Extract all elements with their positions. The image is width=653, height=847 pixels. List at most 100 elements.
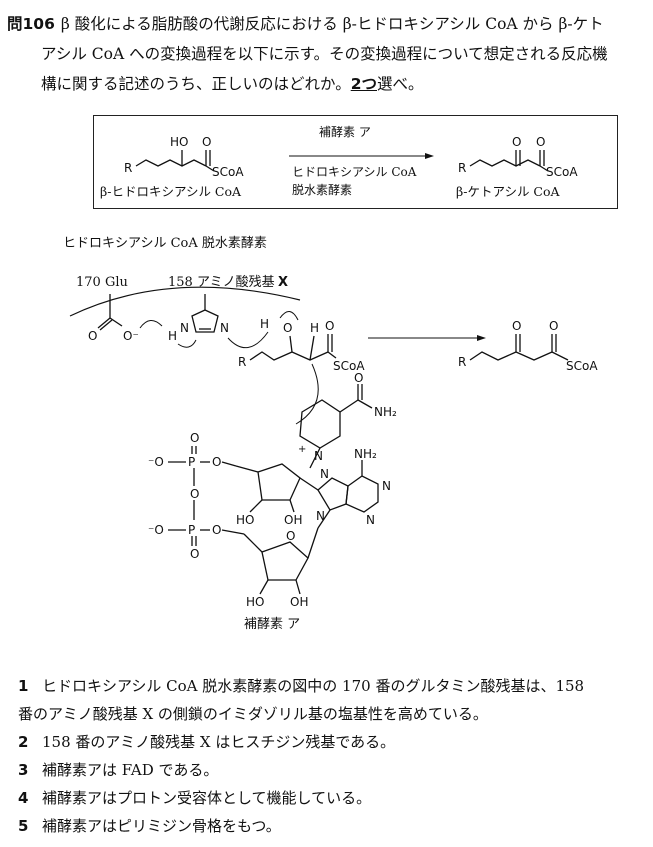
cofactor-label: 補酵素 ア — [244, 617, 300, 632]
choice-number: 2 — [18, 733, 29, 751]
choice-text: 158 番のアミノ酸残基 X はヒスチジン残基である。 — [42, 733, 396, 751]
curved-arrow-glu — [139, 320, 163, 329]
adenine-n1: N — [382, 479, 391, 493]
enzyme-surface-arc — [69, 286, 301, 317]
choice-4[interactable]: 4 補酵素アはプロトン受容体として機能している。 — [18, 784, 648, 812]
ribose-upper-ho: HO — [236, 513, 254, 527]
hydroxyl-h: H — [260, 317, 269, 331]
choice-number: 4 — [18, 789, 29, 807]
glu-o-minus: O⁻ — [123, 329, 139, 343]
choice-text-cont: 番のアミノ酸残基 X の側鎖のイミダゾリル基の塩基性を高めている。 — [18, 705, 488, 723]
product-scoa: SCoA — [566, 359, 598, 373]
choice-number: 3 — [18, 761, 29, 779]
question-text-3: 構に関する記述のうち、正しいのはどれか。 — [41, 75, 351, 93]
choice-text: 補酵素アはプロトン受容体として機能している。 — [42, 789, 372, 807]
residue-x-label: X — [278, 275, 288, 290]
adenine-nh2: NH₂ — [354, 447, 377, 461]
curved-arrow-oh — [279, 311, 299, 321]
question-line-1: 問106 β 酸化による脂肪酸の代謝反応における β-ヒドロキシアシル CoA か… — [7, 9, 647, 39]
hydroxyacyl-coa-name: β-ヒドロキシアシル CoA — [100, 184, 242, 199]
adenine-n9: N — [316, 509, 325, 523]
phosphate-lower-o-bottom: O — [190, 547, 199, 561]
scoa-left: SCoA — [212, 165, 244, 179]
ribose-upper-oh: OH — [284, 513, 302, 527]
imidazole-h: H — [168, 329, 177, 343]
pyrophosphate-bonds — [168, 446, 245, 546]
mechanism-arrowhead — [477, 335, 486, 341]
product-structure — [469, 334, 569, 361]
phosphate-lower-p: P — [188, 523, 195, 537]
choice-number: 5 — [18, 817, 29, 835]
adenine-ring — [317, 460, 379, 529]
phosphate-upper-minus-o: ⁻O — [148, 455, 164, 469]
pyridinium-plus: + — [298, 444, 306, 455]
arrow-bottom-label-2: 脱水素酵素 — [292, 182, 352, 197]
answer-count: 2つ — [350, 75, 377, 93]
scoa-right: SCoA — [546, 165, 578, 179]
keto-o-right: O — [512, 135, 521, 149]
choice-2[interactable]: 2 158 番のアミノ酸残基 X はヒスチジン残基である。 — [18, 728, 648, 756]
glu-o: O — [88, 329, 97, 343]
residue-label: 158 アミノ酸残基 — [168, 275, 275, 290]
arrow-top-label: 補酵素 ア — [319, 125, 371, 139]
curved-arrow-hydride — [295, 363, 319, 425]
ribose-lower-ring-o: O — [286, 529, 295, 543]
question-number: 問106 — [7, 15, 55, 33]
choice-text: 補酵素アは FAD である。 — [42, 761, 219, 779]
carbonyl-o-left: O — [202, 135, 211, 149]
adenine-n3: N — [366, 513, 375, 527]
ribose-lower — [243, 527, 319, 595]
choice-text: 補酵素アはピリミジン骨格をもつ。 — [42, 817, 281, 835]
choice-1[interactable]: 1 ヒドロキシアシル CoA 脱水素酵素の図中の 170 番のグルタミン酸残基は、… — [18, 672, 648, 728]
ho-label-left: HO — [170, 135, 188, 149]
answer-choices: 1 ヒドロキシアシル CoA 脱水素酵素の図中の 170 番のグルタミン酸残基は、… — [18, 672, 648, 840]
ketoacyl-coa-name: β-ケトアシル CoA — [456, 184, 561, 199]
enzyme-label: ヒドロキシアシル CoA 脱水素酵素 — [63, 236, 267, 251]
phosphate-upper-o-top: O — [190, 431, 199, 445]
phosphate-upper-o-ester: O — [212, 455, 221, 469]
product-keto-o: O — [512, 319, 521, 333]
choice-text: ヒドロキシアシル CoA 脱水素酵素の図中の 170 番のグルタミン酸残基は、1… — [42, 677, 585, 695]
phosphate-lower-o-ester: O — [212, 523, 221, 537]
imidazole-n1: N — [180, 321, 189, 335]
arrow-bottom-label-1: ヒドロキシアシル CoA — [292, 165, 417, 179]
amide-o: O — [354, 371, 363, 385]
imidazole-n3: N — [220, 321, 229, 335]
question-line-2: アシル CoA への変換過程を以下に示す。その変換過程について想定される反応機 — [41, 45, 608, 63]
choice-5[interactable]: 5 補酵素アはピリミジン骨格をもつ。 — [18, 812, 648, 840]
choice-3[interactable]: 3 補酵素アは FAD である。 — [18, 756, 648, 784]
reaction-scheme-box: R HO O SCoA 補酵素 ア ヒドロキシアシル CoA 脱水素酵素 R O… — [93, 115, 618, 209]
product-carbonyl-o: O — [549, 319, 558, 333]
substrate-r: R — [238, 355, 246, 369]
question-line-3: 構に関する記述のうち、正しいのはどれか。2つ選べ。 — [7, 69, 647, 99]
phosphate-upper-p: P — [188, 455, 195, 469]
reaction-scheme: R HO O SCoA 補酵素 ア ヒドロキシアシル CoA 脱水素酵素 R O… — [100, 125, 578, 199]
imidazole-ring — [191, 294, 219, 333]
ribose-lower-oh: OH — [290, 595, 308, 609]
pyridinium-n: N — [314, 449, 323, 463]
curved-arrow-to-h — [227, 331, 269, 348]
substrate-scoa: SCoA — [333, 359, 365, 373]
ketoacyl-coa-structure — [469, 150, 549, 172]
carbonyl-o-right: O — [536, 135, 545, 149]
hydroxyacyl-coa-structure — [135, 150, 215, 172]
glutamate-side-chain — [97, 294, 123, 331]
ribose-lower-ho: HO — [246, 595, 264, 609]
beta-h: H — [310, 321, 319, 335]
bridging-o: O — [190, 487, 199, 501]
question: 問106 β 酸化による脂肪酸の代謝反応における β-ヒドロキシアシル CoA か… — [7, 9, 647, 99]
substrate-carbonyl-o: O — [325, 319, 334, 333]
question-text-1: β 酸化による脂肪酸の代謝反応における β-ヒドロキシアシル CoA から β-… — [60, 15, 604, 33]
choice-number: 1 — [18, 677, 29, 695]
curved-arrow-imidazole — [177, 339, 197, 348]
ribose-upper — [235, 463, 319, 513]
reaction-arrowhead — [425, 153, 434, 159]
glu-label: 170 Glu — [76, 275, 128, 290]
amide-nh2: NH₂ — [374, 405, 397, 419]
substrate-chain — [249, 334, 337, 361]
r-group-left: R — [124, 161, 132, 175]
nicotinamide-ring — [299, 384, 373, 469]
phosphate-lower-minus-o: ⁻O — [148, 523, 164, 537]
adenine-n7: N — [320, 467, 329, 481]
hydroxyl-o: O — [283, 321, 292, 335]
